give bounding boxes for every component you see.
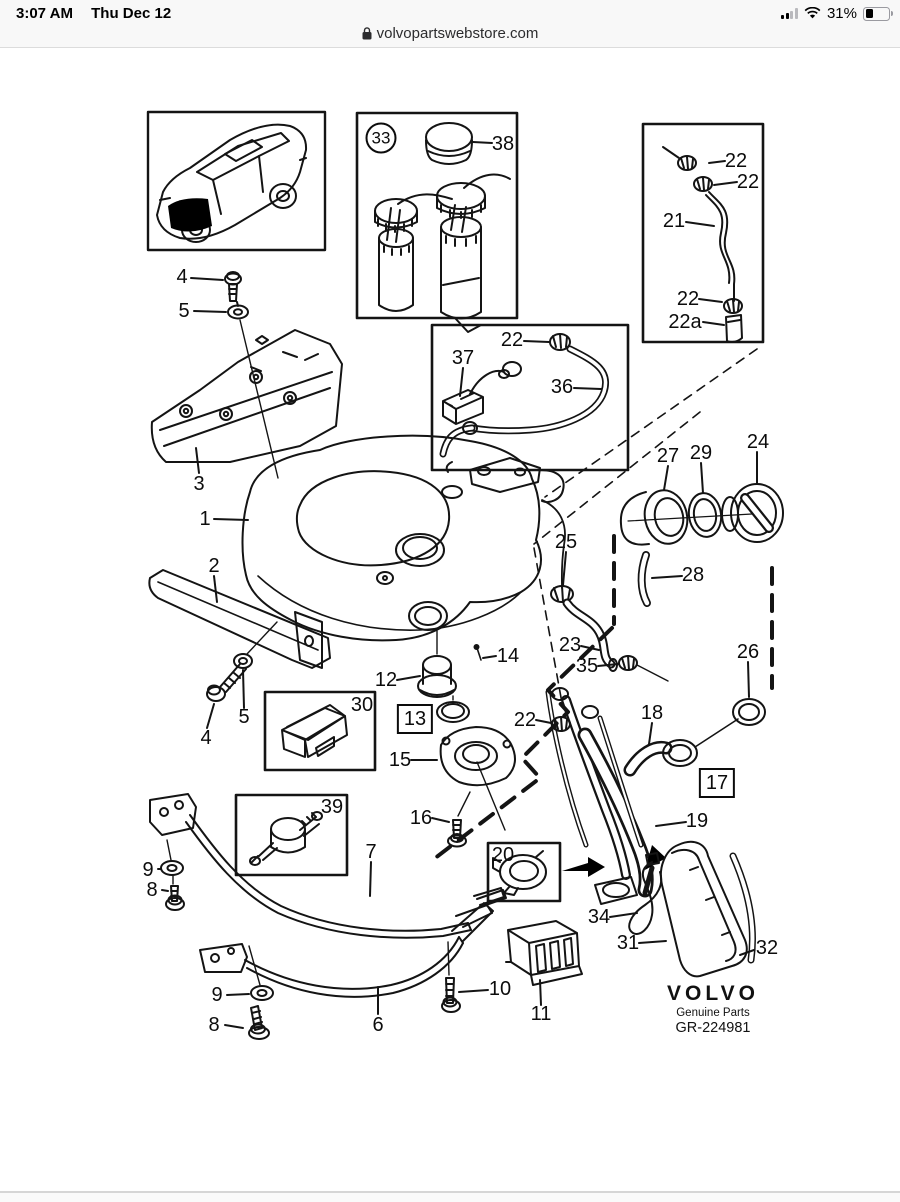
filler-neck-parts [619, 451, 784, 607]
filler-pipes [545, 661, 766, 905]
inset-box-30 [263, 690, 377, 772]
cable-tie-34 [609, 852, 663, 935]
bracket-2 [148, 569, 331, 669]
battery-icon [863, 6, 893, 21]
grommet-flange-stack [396, 630, 516, 848]
inset-box-39 [234, 793, 349, 877]
part-11 [505, 920, 583, 1006]
fuel-tank-1 [213, 434, 566, 642]
volvo-logo-block: VOLVO Genuine Parts GR-224981 [648, 982, 778, 1036]
car-inset [146, 110, 327, 252]
status-time: 3:07 AM [16, 5, 73, 22]
browser-chrome-top: 3:07 AM Thu Dec 12 31% volvopartswebstor… [0, 0, 900, 48]
battery-percent: 31% [826, 5, 857, 22]
volvo-wordmark: VOLVO [667, 982, 759, 1005]
inset-box-21 [641, 122, 765, 344]
address-bar[interactable]: volvopartswebstore.com [0, 22, 900, 44]
inset-box-33 [355, 111, 519, 333]
bolt4-washer5-top [190, 271, 279, 479]
strap-6 [199, 887, 505, 1040]
heat-shield-3 [150, 329, 343, 474]
browser-toolbar-edge [0, 1191, 900, 1202]
wifi-icon [804, 7, 821, 19]
status-date: Thu Dec 12 [91, 5, 172, 22]
cellular-signal-icon [781, 8, 798, 19]
inset-box-20 [486, 841, 605, 903]
genuine-parts-label: Genuine Parts [676, 1007, 750, 1019]
dashed-lines [428, 348, 774, 864]
inset-box-36-37 [430, 323, 630, 472]
status-bar: 3:07 AM Thu Dec 12 31% [0, 2, 900, 24]
diagram-part-code: GR-224981 [675, 1020, 751, 1036]
strap-7 [149, 793, 507, 939]
shield-31-32 [638, 840, 756, 978]
lock-icon [362, 26, 372, 39]
page-url: volvopartswebstore.com [376, 24, 539, 42]
bolt4-washer5-lower [206, 621, 278, 729]
hose-23 [535, 551, 669, 732]
